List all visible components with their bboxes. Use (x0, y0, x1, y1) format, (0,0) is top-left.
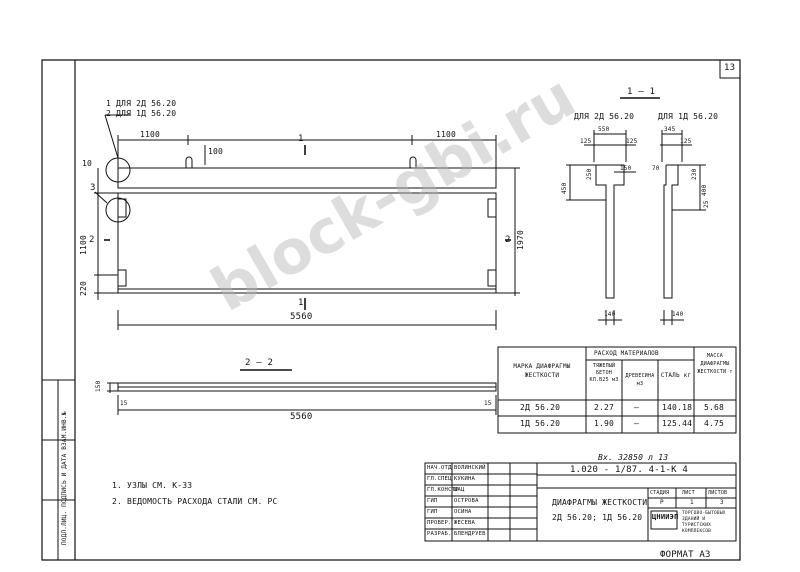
row-2-concrete: 1.90 (594, 419, 615, 428)
section-mark-1-bottom: 1 (298, 298, 304, 308)
label-2d: ДЛЯ 2Д 56.20 (574, 112, 635, 121)
row-1-concrete: 2.27 (594, 403, 615, 412)
staff-role-2: ГЛ.СПЕЦ (427, 476, 452, 482)
drawing-name-line-1: ДИАФРАГМЫ ЖЕСТКОСТИ (552, 498, 648, 507)
dim-345: 345 (664, 126, 676, 133)
section-mark-2-left: 2 (89, 235, 95, 245)
dim-5560-section: 5560 (290, 412, 313, 422)
sheet-frame (42, 60, 740, 560)
staff-role-4: ГИП (427, 498, 438, 504)
drawing-name-line-2: 2Д 56.20; 1Д 56.20 (552, 513, 643, 522)
staff-role-6: ПРОВЕР. (427, 520, 452, 526)
dim-220: 220 (79, 280, 88, 296)
staff-name-4: ОСТРОВА (454, 498, 479, 504)
row-1-wood: — (634, 403, 640, 412)
dim-230: 230 (691, 168, 698, 180)
callout-note-2: 2 ДЛЯ 1Д 56.20 (106, 109, 177, 118)
organization-logo: ЦНИИЭП (652, 513, 679, 521)
dim-140-a: 140 (604, 311, 616, 318)
dim-70: 70 (652, 165, 660, 172)
dim-125-b: 125 (626, 138, 638, 145)
sheet-header: ЛИСТ (682, 490, 695, 496)
dim-10: 10 (82, 159, 93, 168)
inventory-number: Вх. 32850 л 13 (598, 453, 669, 462)
label-1d: ДЛЯ 1Д 56.20 (658, 112, 719, 121)
staff-role-5: ГИП (427, 509, 438, 515)
stage-header: СТАДИЯ (650, 490, 670, 496)
row-1-steel: 140.18 (662, 403, 693, 412)
dim-125-c: 125 (680, 138, 692, 145)
staff-role-3: ГЛ.КОНСТР (427, 487, 459, 493)
staff-name-2: КУКИНА (454, 476, 476, 482)
side-strip-label: ПОДЛ.ЛИЦ. ПОДПИСЬ И ДАТА ВЗАМ.ИНВ.№ (61, 411, 68, 545)
staff-role-1: НАЧ.ОТД (427, 465, 452, 471)
dim-15-left: 15 (120, 400, 128, 407)
section-mark-1-top: 1 (298, 134, 304, 144)
callout-note-1: 1 ДЛЯ 2Д 56.20 (106, 99, 177, 108)
section-mark-2-right: 2 (505, 235, 511, 245)
staff-name-6: ЖЕСЕВА (454, 520, 476, 526)
header-mass: МАССА ДИАФРАГМЫ ЖЕСТКОСТИ т (697, 353, 733, 375)
note-1: 1. УЗЛЫ СМ. К-33 (112, 481, 193, 490)
staff-name-3: ШАЦ (454, 487, 465, 493)
row-2-wood: — (634, 419, 640, 428)
stage-value: Р (660, 499, 664, 506)
dim-450: 450 (561, 182, 568, 194)
dim-150-vert: 150 (95, 380, 102, 392)
dim-550: 550 (598, 126, 610, 133)
dim-15-right: 15 (484, 400, 492, 407)
dim-1100-right: 1100 (436, 130, 457, 139)
staff-name-1: ВОЛИНСКИЙ (454, 465, 486, 471)
row-2-mark: 1Д 56.20 (520, 419, 561, 428)
callout-num-3: 3 (90, 183, 96, 193)
dim-250: 250 (586, 168, 593, 180)
dim-125-a: 125 (580, 138, 592, 145)
sheets-header: ЛИСТОВ (708, 490, 728, 496)
section-1-1-view (566, 98, 706, 325)
dim-150: 150 (620, 165, 632, 172)
header-consumption: РАСХОД МАТЕРИАЛОВ (594, 350, 659, 357)
row-1-mark: 2Д 56.20 (520, 403, 561, 412)
section-2-2-view (107, 370, 496, 415)
elevation-view (94, 115, 520, 330)
dim-140-b: 140 (672, 311, 684, 318)
header-concrete: ТЯЖЕЛЫЙ БЕТОН КЛ.В25 м3 (589, 363, 619, 383)
dim-1100-left: 1100 (140, 130, 161, 139)
row-2-mass: 4.75 (704, 419, 725, 428)
sheets-value: 3 (720, 499, 724, 506)
materials-table-grid (498, 347, 736, 433)
organization-subtitle: ТОРГОВО-БЫТОВЫХ ЗДАНИЙ И ТУРИСТСКИХ КОМП… (682, 511, 726, 534)
row-1-mass: 5.68 (704, 403, 725, 412)
header-mark: МАРКА ДИАФРАГМЫ ЖЕСТКОСТИ (513, 363, 571, 379)
section-2-2-title: 2 — 2 (245, 358, 274, 368)
dim-5560-elevation: 5560 (290, 312, 313, 322)
title-block-grid (425, 463, 736, 541)
note-2: 2. ВЕДОМОСТЬ РАСХОДА СТАЛИ СМ. РС (112, 497, 278, 506)
row-2-steel: 125.44 (662, 419, 693, 428)
header-steel: СТАЛЬ кг (660, 372, 692, 379)
dim-1100-vert: 1100 (79, 234, 88, 255)
dim-100: 100 (208, 147, 224, 156)
dim-25: 25 (703, 200, 710, 208)
staff-role-7: РАЗРАБ. (427, 531, 452, 537)
header-wood: ДРЕВЕСИНА м3 (625, 373, 655, 387)
dim-1970: 1970 (516, 229, 525, 250)
section-1-1-title: 1 — 1 (627, 87, 656, 97)
staff-name-5: ОСИНА (454, 509, 472, 515)
staff-name-7: БЛЕНДРУЕВ (454, 531, 486, 537)
document-code: 1.020 - 1/87. 4-1-К 4 (570, 465, 688, 475)
sheet-number: 13 (724, 63, 736, 73)
format-label: ФОРМАТ А3 (660, 550, 711, 560)
dim-400: 400 (701, 184, 708, 196)
sheet-value: 1 (690, 499, 694, 506)
